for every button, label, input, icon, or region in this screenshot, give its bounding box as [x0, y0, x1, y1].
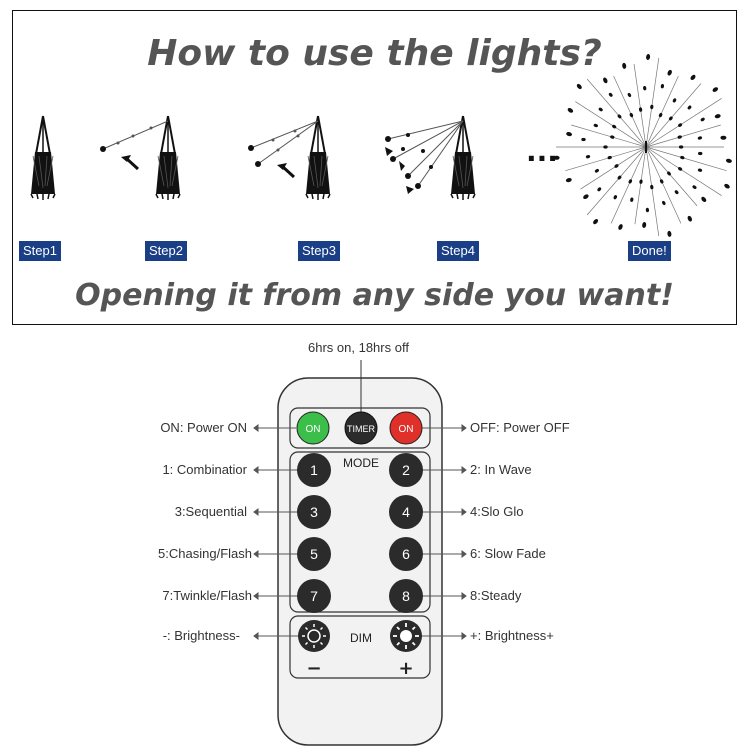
label-mode-1: 1: Combinatior [162, 462, 247, 477]
label-mode-8: 8:Steady [470, 588, 522, 603]
on-button-label: ON [306, 424, 321, 435]
label-mode-7: 7:Twinkle/Flash [162, 588, 252, 603]
step-label-1: Step1 [19, 241, 61, 261]
mode-label: MODE [343, 456, 379, 470]
mode-button-4-label: 4 [402, 504, 410, 520]
label-power-off: OFF: Power OFF [470, 420, 570, 435]
step3-strand-icon [248, 120, 319, 179]
label-mode-3: 3:Sequential [174, 504, 247, 519]
step4-strand-icon [385, 120, 464, 194]
instruction-title: How to use the lights? [147, 33, 602, 74]
step-label-3: Step3 [298, 241, 340, 261]
label-power-on: ON: Power ON [160, 420, 247, 435]
mode-button-8-label: 8 [402, 588, 410, 604]
off-button [389, 411, 423, 445]
mode-button-2 [389, 453, 423, 487]
instruction-panel: How to use the lights? [12, 10, 737, 325]
step2-lights-icon [155, 115, 181, 201]
mode-button-8 [389, 579, 423, 613]
plus-symbol: + [398, 658, 413, 679]
step-label-2: Step2 [145, 241, 187, 261]
label-brightness-up: +: Brightness+ [470, 628, 554, 643]
off-button-label: ON [399, 424, 414, 435]
minus-symbol: − [306, 658, 321, 679]
timer-note: 6hrs on, 18hrs off [308, 340, 409, 355]
dim-group-outline [289, 615, 431, 679]
mode-button-6-label: 6 [402, 546, 410, 562]
step1-lights-icon [30, 115, 56, 201]
label-mode-5: 5:Chasing/Flash [158, 546, 252, 561]
mode-button-2-label: 2 [402, 462, 410, 478]
dim-sun-icon [302, 624, 326, 648]
remote-section: ON TIMER ON MODE 1 2 3 4 5 6 7 8 [0, 330, 750, 750]
dim-label: DIM [350, 631, 372, 645]
mode-button-3-label: 3 [310, 504, 318, 520]
mode-button-4 [389, 495, 423, 529]
mode-button-1 [297, 453, 331, 487]
timer-button [344, 411, 378, 445]
step4-lights-icon [450, 115, 476, 201]
label-mode-6: 6: Slow Fade [470, 546, 546, 561]
on-button [296, 411, 330, 445]
mode-button-3 [297, 495, 331, 529]
mode-button-1-label: 1 [310, 462, 318, 478]
mode-button-5-label: 5 [310, 546, 318, 562]
bright-sun-icon [393, 623, 419, 649]
label-connectors [253, 424, 467, 640]
mode-button-5 [297, 537, 331, 571]
step3-lights-icon [305, 115, 331, 201]
mode-group-outline [289, 451, 431, 613]
done-starburst-icon [553, 54, 732, 237]
mode-button-7-label: 7 [310, 588, 318, 604]
instruction-subtitle: Opening it from any side you want! [75, 278, 674, 313]
mode-button-6 [389, 537, 423, 571]
step2-strand-icon [100, 120, 169, 171]
steps-illustration: ... [30, 54, 732, 237]
mode-button-7 [297, 579, 331, 613]
remote-illustration: ON TIMER ON MODE 1 2 3 4 5 6 7 8 [253, 360, 467, 746]
label-mode-4: 4:Slo Glo [470, 504, 524, 519]
ellipsis-text: ... [526, 135, 558, 168]
step-label-4: Step4 [437, 241, 479, 261]
label-brightness-down: -: Brightness- [162, 628, 240, 643]
label-mode-2: 2: In Wave [470, 462, 532, 477]
step-label-done: Done! [628, 241, 671, 261]
timer-button-label: TIMER [347, 424, 375, 434]
